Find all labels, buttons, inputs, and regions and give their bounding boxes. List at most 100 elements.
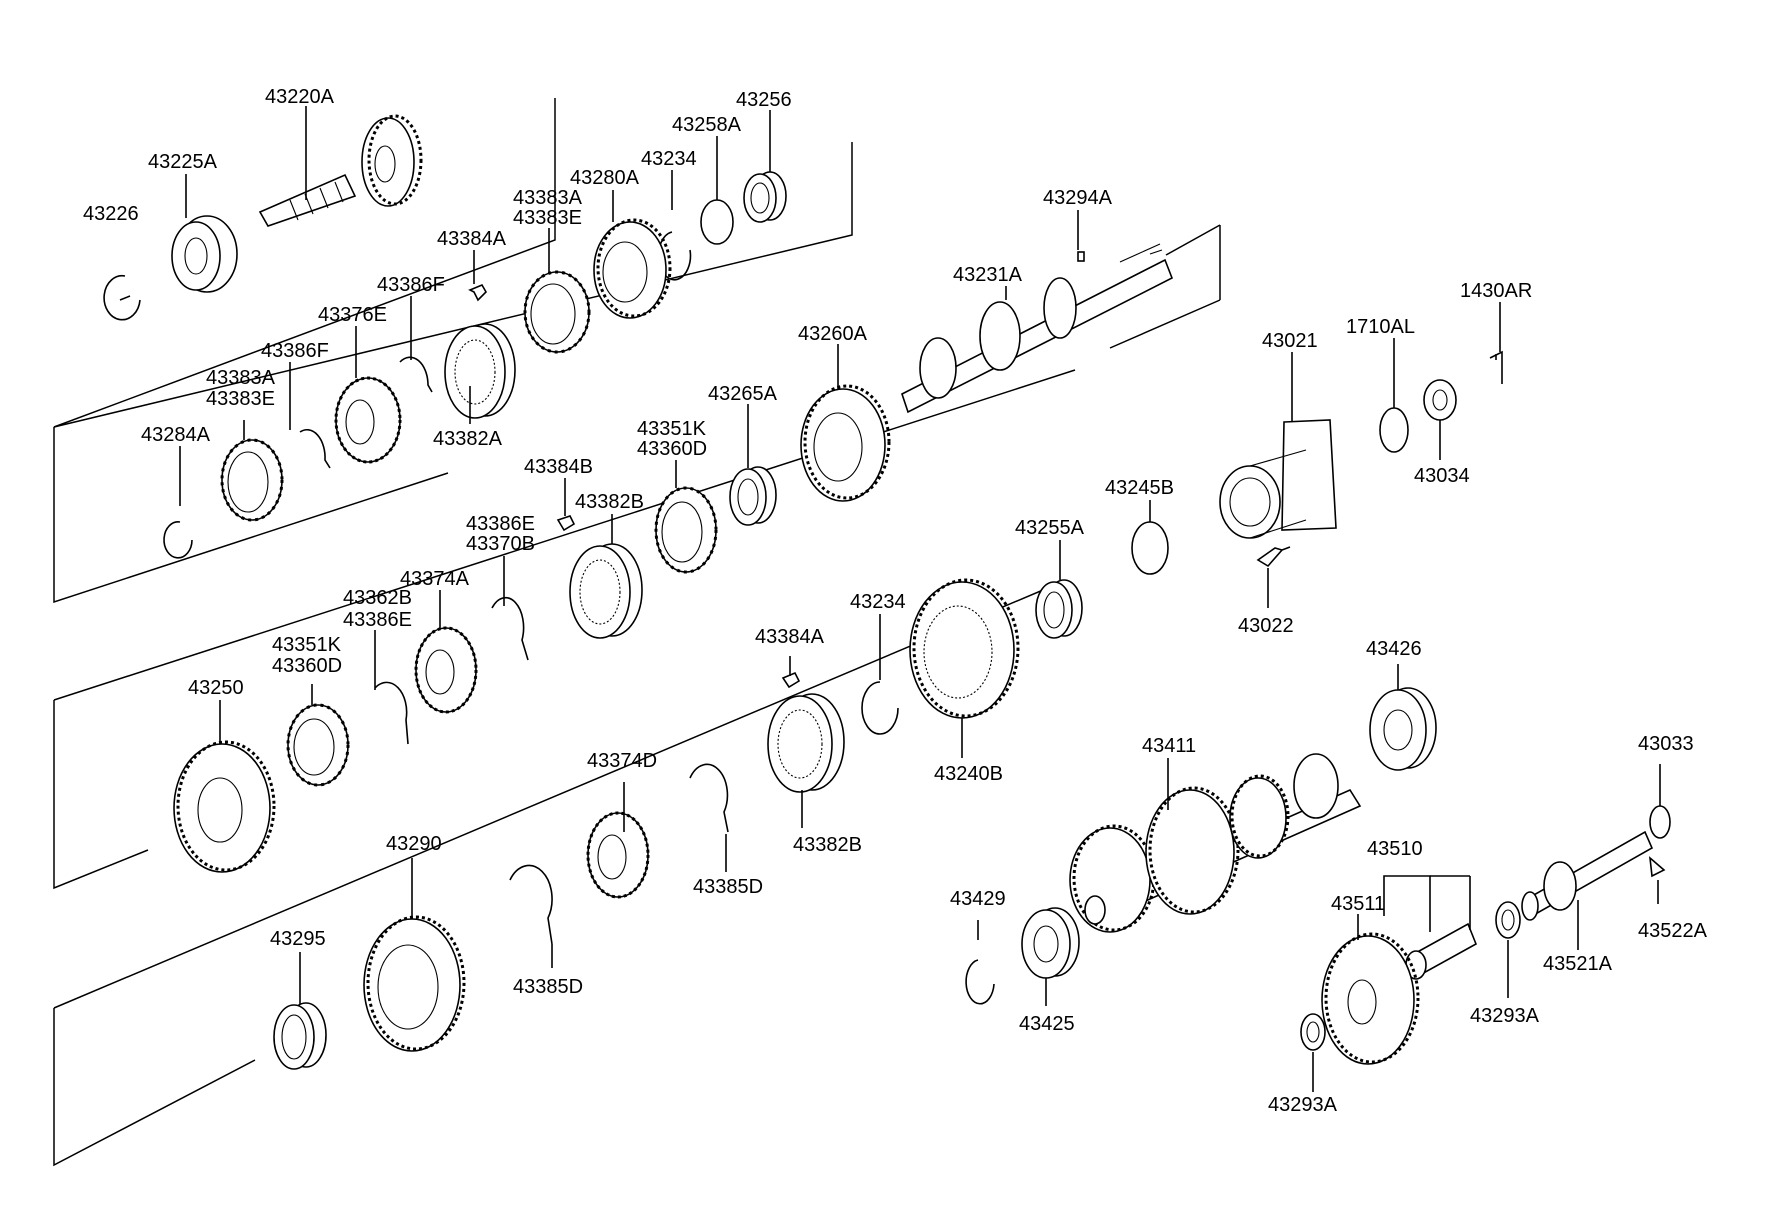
label-43265A: 43265A [708, 383, 778, 405]
ring-43386F-a [399, 356, 433, 393]
label-43385D-upper: 43385D [693, 876, 763, 898]
label-43386F-lower: 43386F [261, 340, 329, 362]
ring-43385D-lower [509, 864, 553, 945]
label-43384A-mid: 43384A [755, 626, 825, 648]
label-43383E-lower: 43383E [206, 388, 275, 410]
label-43021: 43021 [1262, 330, 1318, 352]
label-43260A: 43260A [798, 323, 868, 345]
sync-ring-43351K-lower [286, 703, 350, 787]
key-43384A-top [468, 283, 487, 302]
gear-43511 [1321, 932, 1420, 1065]
bearing-43295 [273, 1002, 327, 1070]
label-43295: 43295 [270, 928, 326, 950]
label-43234-top: 43234 [641, 148, 697, 170]
label-43376E: 43376E [318, 304, 387, 326]
label-43290: 43290 [386, 833, 442, 855]
label-43220A: 43220A [265, 86, 335, 108]
label-43293A-lower: 43293A [1268, 1094, 1338, 1116]
cluster-gear-43411 [1069, 753, 1362, 933]
bolt-43022 [1256, 546, 1291, 568]
hub-43376E [334, 376, 402, 464]
label-43231A: 43231A [953, 264, 1023, 286]
label-43386F-upper: 43386F [377, 274, 445, 296]
sync-ring-43383A-lower [220, 438, 284, 522]
label-43429: 43429 [950, 888, 1006, 910]
ring-43370B [491, 596, 529, 661]
label-43258A: 43258A [672, 114, 742, 136]
sleeve-43382A [444, 323, 516, 419]
label-43351K-lower: 43351K [272, 634, 342, 656]
gear-43240B [909, 578, 1020, 719]
label-43250: 43250 [188, 677, 244, 699]
label-43374D: 43374D [587, 750, 657, 772]
label-43034: 43034 [1414, 465, 1470, 487]
ring-43258A [700, 199, 734, 245]
bearing-43425 [1021, 907, 1080, 979]
label-43383A-upper: 43383A [513, 187, 583, 209]
label-43360D-upper: 43360D [637, 438, 707, 460]
hub-43374A [414, 626, 478, 714]
label-43234-mid: 43234 [850, 591, 906, 613]
label-43245B: 43245B [1105, 477, 1174, 499]
sleeve-43382B-upper [569, 543, 643, 639]
label-43386E-lower: 43386E [343, 609, 412, 631]
part-drawings [103, 114, 1671, 1070]
label-43351K-upper: 43351K [637, 418, 707, 440]
needle-bearing-43293A-upper [1495, 901, 1521, 939]
cotter-pin-1430AR [1489, 350, 1503, 384]
label-43370B: 43370B [466, 533, 535, 555]
bearing-43426 [1369, 687, 1437, 771]
label-43280A: 43280A [570, 167, 640, 189]
label-43383A-lower: 43383A [206, 367, 276, 389]
label-43510: 43510 [1367, 838, 1423, 860]
key-43522A [1648, 856, 1666, 878]
snap-ring-43234-mid [861, 681, 899, 735]
label-43521A: 43521A [1543, 953, 1613, 975]
label-43384A-top: 43384A [437, 228, 507, 250]
gear-43260A [800, 384, 891, 502]
sync-ring-43383A-top [523, 270, 591, 354]
label-43225A: 43225A [148, 151, 218, 173]
ring-43429 [965, 959, 995, 1005]
label-43386E-upper: 43386E [466, 513, 535, 535]
needle-bearing-43256 [743, 171, 787, 223]
label-43022: 43022 [1238, 615, 1294, 637]
sleeve-43382B-lower [767, 693, 845, 793]
main-shaft-43231A [901, 243, 1174, 414]
label-43256: 43256 [736, 89, 792, 111]
sync-ring-43351K-upper [654, 486, 718, 574]
ring-43385D-upper [689, 763, 729, 833]
bearing-43225A [171, 215, 238, 293]
hub-43374D [586, 811, 650, 899]
label-43255A: 43255A [1015, 517, 1085, 539]
label-43293A-upper: 43293A [1470, 1005, 1540, 1027]
label-43382A: 43382A [433, 428, 503, 450]
snap-ring-43226 [103, 274, 141, 321]
ring-1710AL [1379, 407, 1409, 453]
label-43511: 43511 [1331, 893, 1385, 915]
label-43226: 43226 [83, 203, 139, 225]
label-43362B: 43362B [343, 587, 412, 609]
shaft-43521A [1521, 830, 1654, 921]
flange-43021 [1219, 419, 1337, 539]
label-43374A: 43374A [400, 568, 470, 590]
input-shaft-43220A [258, 114, 423, 227]
label-43425: 43425 [1019, 1013, 1075, 1035]
label-43360D-lower: 43360D [272, 655, 342, 677]
label-43522A: 43522A [1638, 920, 1708, 942]
gear-43250 [173, 740, 276, 873]
label-43382B-lower: 43382B [793, 834, 862, 856]
label-43033: 43033 [1638, 733, 1694, 755]
bearing-43265A [729, 466, 777, 526]
leader-lines [179, 106, 1661, 1092]
label-43382B-upper: 43382B [575, 491, 644, 513]
ring-43386F-b [299, 428, 331, 469]
ring-43284A [163, 521, 193, 559]
label-43426: 43426 [1366, 638, 1422, 660]
label-43383E-upper: 43383E [513, 207, 582, 229]
part-labels: 43220A 43225A 43226 43256 43258A 43234 4… [83, 86, 1708, 1116]
label-43385D-lower: 43385D [513, 976, 583, 998]
bearing-43255A [1035, 579, 1083, 639]
key-43384B [556, 515, 576, 532]
